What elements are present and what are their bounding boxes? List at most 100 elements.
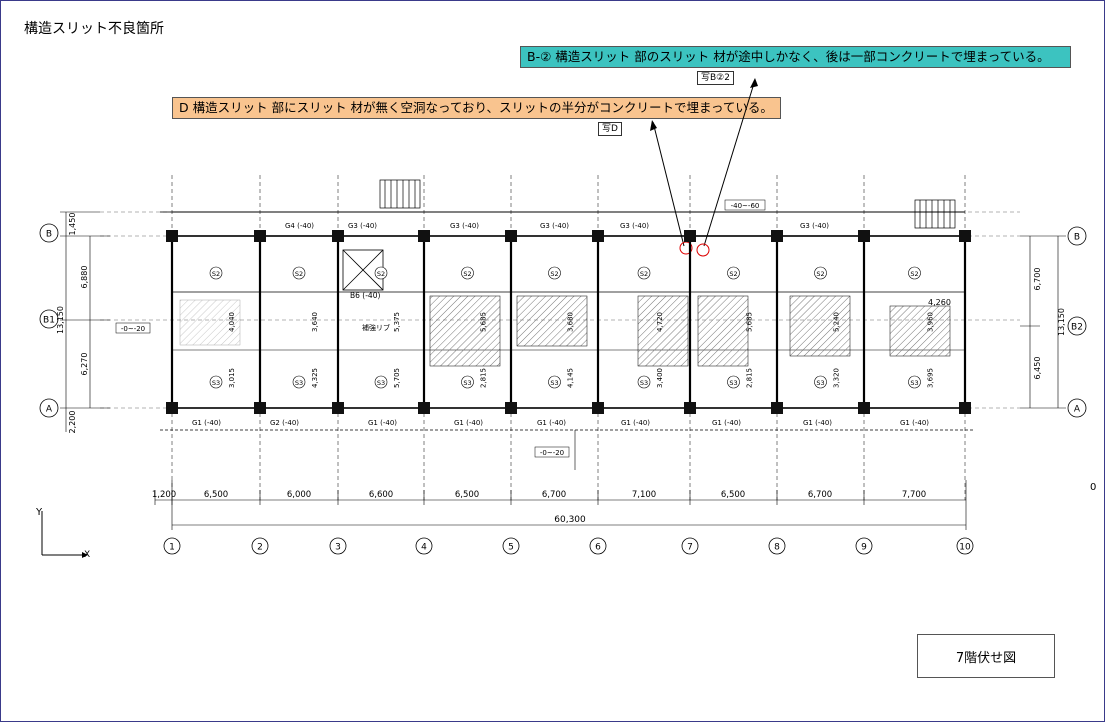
top-beam-label: G3 (-40)	[348, 222, 377, 230]
axis-x-label: X	[84, 550, 90, 560]
slab-mark	[209, 266, 223, 280]
page-title: 構造スリット不良箇所	[24, 21, 164, 37]
slab-mark	[461, 375, 474, 389]
slab-dim-lower: 3,400	[656, 368, 664, 388]
top-beam-label: G4 (-40)	[285, 222, 314, 230]
column-label-5: 5	[508, 543, 514, 553]
column-top	[505, 230, 517, 242]
slab-mark	[814, 375, 827, 389]
span-label: 6,000	[287, 490, 311, 500]
bottom-beam-label: G1 (-40)	[368, 419, 397, 427]
slab-dim-lower: 4,325	[311, 368, 319, 388]
column-bottom	[771, 402, 783, 414]
span-label: 6,500	[455, 490, 479, 500]
slab-label-s3: S3	[640, 379, 648, 387]
column-top	[332, 230, 344, 242]
column-label-10: 10	[959, 543, 971, 553]
slab-dim-lower: 3,015	[228, 368, 236, 388]
stair-symbol-left	[379, 179, 421, 209]
slab-label-s2: S2	[729, 270, 737, 278]
slab-dim-upper: 5,240	[833, 312, 841, 332]
right-dimensions	[1020, 235, 1066, 409]
column-marker-6	[589, 537, 607, 555]
plan-text-labels: G4 (-40) G3 (-40) G3 (-40) G3 (-40) G3 (-40)…	[192, 222, 935, 427]
dim-total-span: 60,300	[554, 515, 586, 525]
hatched-areas	[179, 295, 951, 367]
defect-marker-b	[696, 243, 710, 257]
bottom-beam-label: G1 (-40)	[712, 419, 741, 427]
span-label: 1,200	[152, 490, 176, 500]
slab-mark	[814, 266, 827, 280]
slab-label-s2: S2	[550, 270, 558, 278]
row-markers-left: B B1 A	[39, 223, 59, 418]
column-marker-5	[502, 537, 520, 555]
row-label-a-right: A	[1074, 405, 1081, 415]
column-bottom	[332, 402, 344, 414]
slab-mark	[548, 375, 561, 389]
column-marker-2	[251, 537, 269, 555]
slab-dim-lower: 5,705	[393, 368, 401, 388]
top-beam-label: G3 (-40)	[540, 222, 569, 230]
stair-symbol-right	[914, 199, 956, 229]
row-label-b1-left: B1	[43, 316, 55, 326]
slab-label-s3: S3	[212, 379, 220, 387]
column-top	[684, 230, 696, 242]
column-top	[254, 230, 266, 242]
slab-mark	[374, 266, 388, 280]
slab-mark	[548, 266, 561, 280]
dim-left-total: 13,150	[56, 306, 65, 334]
column-top	[959, 230, 971, 242]
slab-dim-upper: 3,680	[567, 312, 575, 332]
span-dimension-lines	[155, 480, 967, 530]
column-marker-4	[415, 537, 433, 555]
bottom-beam-label: G2 (-40)	[270, 419, 299, 427]
slab-mark	[727, 375, 740, 389]
column-bottom	[505, 402, 517, 414]
note-d-callout: D 構造スリット 部にスリット 材が無く空洞なっており、スリットの半分がコンクリ…	[172, 97, 781, 119]
slab-mark	[637, 266, 651, 280]
photo-tag-b: 写B②2	[697, 71, 734, 85]
column-bottom	[166, 402, 178, 414]
column-bottom	[592, 402, 604, 414]
bottom-beam-label: G1 (-40)	[454, 419, 483, 427]
slab-label-s2: S2	[910, 270, 918, 278]
bottom-beam-label: G1 (-40)	[803, 419, 832, 427]
span-label: 6,700	[542, 490, 566, 500]
span-label: 6,700	[808, 490, 832, 500]
span-label: 6,500	[204, 490, 228, 500]
slab-label-s3: S3	[816, 379, 824, 387]
top-beam-label: G3 (-40)	[800, 222, 829, 230]
slab-dim-upper: 4,720	[656, 312, 664, 332]
column-top	[771, 230, 783, 242]
slab-label-s3: S3	[295, 379, 303, 387]
column-bottom	[684, 402, 696, 414]
column-marker-1	[163, 537, 181, 555]
row-label-b-right: B	[1074, 233, 1080, 243]
label-beam-b6: B6 (-40)	[350, 291, 380, 300]
bottom-beam-label: G1 (-40)	[192, 419, 221, 427]
top-beam-label: G3 (-40)	[620, 222, 649, 230]
slab-mark	[292, 375, 306, 389]
column-marker-8	[768, 537, 786, 555]
slab-label-s2: S2	[463, 270, 471, 278]
slab-label-s3: S3	[463, 379, 471, 387]
axis-y-label: Y	[36, 507, 43, 518]
slab-label-s3: S3	[729, 379, 737, 387]
row-label-b-left: B	[46, 230, 52, 240]
column-label-2: 2	[257, 543, 263, 553]
slab-label-s2: S2	[377, 270, 385, 278]
column-bottom	[418, 402, 430, 414]
note-bottom-offset: -0~-20	[540, 449, 564, 457]
slab-dim-upper: 3,640	[311, 312, 319, 332]
column-marker-9	[855, 537, 873, 555]
slab-mark	[292, 266, 306, 280]
slab-mark	[374, 375, 388, 389]
column-marker-7	[681, 537, 699, 555]
axis-indicator: Y X	[36, 507, 90, 560]
column-label-3: 3	[335, 543, 341, 553]
slab-mark	[209, 375, 223, 389]
edge-mark: 0	[1090, 482, 1096, 493]
slab-label-s3: S3	[910, 379, 918, 387]
